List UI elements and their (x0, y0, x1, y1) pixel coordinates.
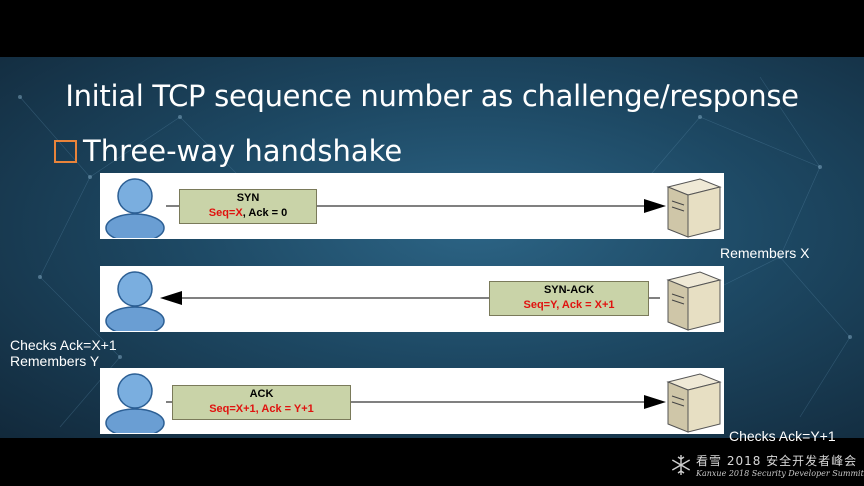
snowflake-logo-icon (671, 455, 691, 475)
packet-type: ACK (249, 388, 274, 400)
packet-label-ack: ACK Seq=X+1, Ack = Y+1 (172, 385, 351, 420)
footer-brand-en: Kanxue 2018 Security Developer Summit (696, 469, 864, 478)
bullet-text: Three-way handshake (83, 134, 403, 168)
server-icon (666, 271, 722, 331)
packet-seq-ack: Seq=X, Ack = 0 (208, 207, 288, 219)
packet-type: SYN (236, 192, 260, 204)
note-server-checks-ack: Checks Ack=Y+1 (729, 428, 836, 444)
packet-type: SYN-ACK (543, 284, 595, 296)
network-background (18, 76, 852, 428)
client-user-icon (105, 178, 165, 238)
bullet-box-icon (54, 139, 77, 163)
packet-seq-ack: Seq=Y, Ack = X+1 (523, 299, 615, 311)
note-client-line2: Remembers Y (10, 353, 100, 369)
top-black-band (0, 0, 864, 57)
slide-title: Initial TCP sequence number as challenge… (65, 79, 799, 113)
packet-label-syn-ack: SYN-ACK Seq=Y, Ack = X+1 (489, 281, 649, 316)
bottom-black-band (0, 438, 864, 486)
bullet-item: Three-way handshake (54, 134, 402, 168)
note-server-remembers-x: Remembers X (720, 245, 810, 261)
client-user-icon (105, 373, 165, 433)
server-icon (666, 373, 722, 433)
note-client-line1: Checks Ack=X+1 (10, 337, 117, 353)
handshake-panel-syn: SYN Seq=X, Ack = 0 (100, 173, 724, 239)
footer-brand-cn: 看雪 2018 安全开发者峰会 (696, 454, 858, 468)
handshake-panel-syn-ack: SYN-ACK Seq=Y, Ack = X+1 (100, 266, 724, 332)
footer-brand: 看雪 2018 安全开发者峰会 Kanxue 2018 Security Dev… (670, 452, 864, 478)
client-user-icon (105, 271, 165, 331)
packet-label-syn: SYN Seq=X, Ack = 0 (179, 189, 317, 224)
packet-seq-ack: Seq=X+1, Ack = Y+1 (209, 403, 314, 415)
handshake-panel-ack: ACK Seq=X+1, Ack = Y+1 (100, 368, 724, 434)
note-client-checks: Checks Ack=X+1 Remembers Y (10, 337, 117, 369)
server-icon (666, 178, 722, 238)
